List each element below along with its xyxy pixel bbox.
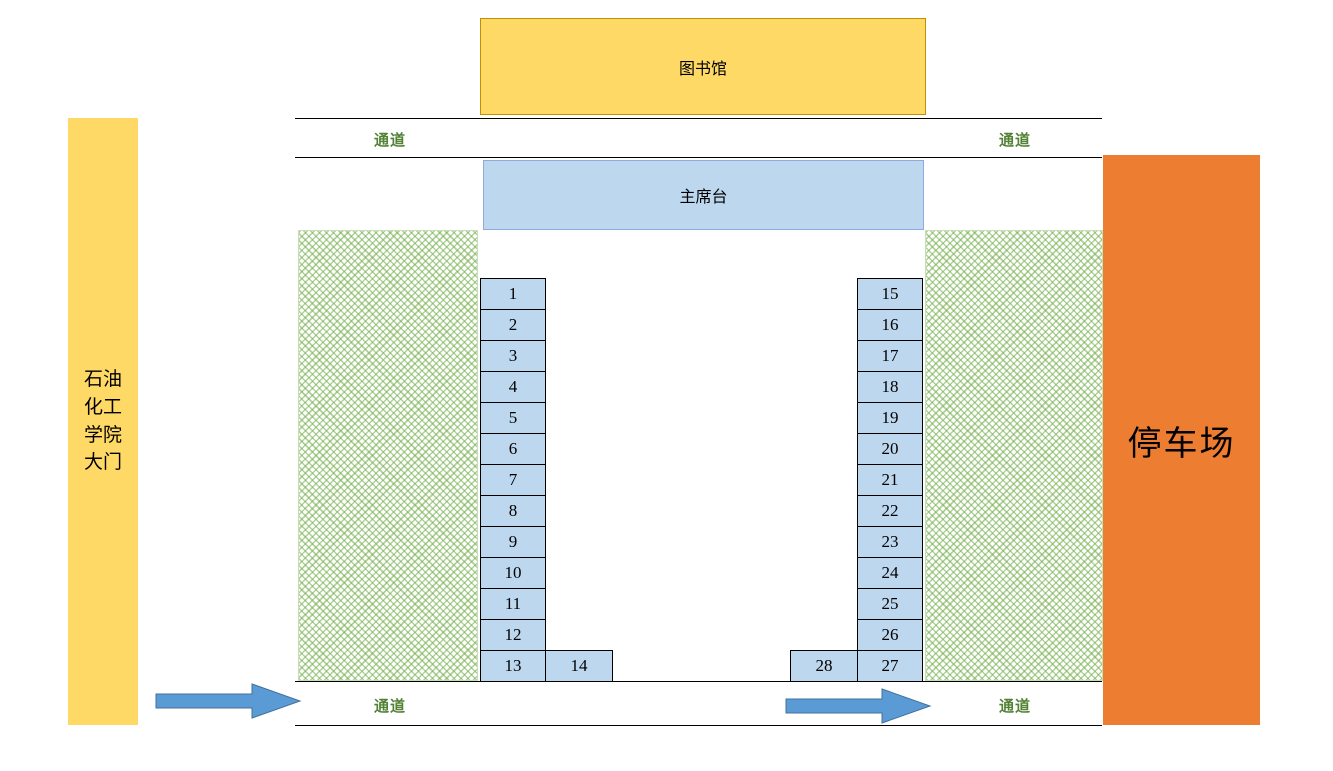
gate-label-line: 石油 [83, 369, 122, 391]
seat-cell: 19 [857, 402, 923, 434]
library-box: 图书馆 [480, 18, 926, 115]
hatched-area-right [925, 230, 1103, 681]
rostrum-box: 主席台 [483, 160, 924, 230]
bottom-passage-upper-line [295, 681, 1102, 682]
library-label: 图书馆 [678, 60, 727, 78]
seat-cell: 26 [857, 619, 923, 651]
right-arrow-icon [155, 682, 302, 720]
seat-cell: 23 [857, 526, 923, 558]
seat-cell: 27 [857, 650, 923, 682]
seat-cell: 9 [480, 526, 546, 558]
gate-box: 石油 化工 学院 大门 [68, 118, 138, 725]
seat-cell-28: 28 [790, 650, 858, 682]
seat-cell: 6 [480, 433, 546, 465]
gate-label-line: 化工 [83, 396, 122, 418]
rostrum-label: 主席台 [679, 189, 728, 206]
gate-label-line: 学院 [83, 424, 122, 446]
seat-cell-14: 14 [545, 650, 613, 682]
passage-label-bottom-left: 通道 [373, 699, 406, 715]
seat-cell: 18 [857, 371, 923, 403]
seat-cell: 5 [480, 402, 546, 434]
seat-cell: 1 [480, 278, 546, 310]
seat-cell: 17 [857, 340, 923, 372]
seat-cell: 8 [480, 495, 546, 527]
seat-cell: 25 [857, 588, 923, 620]
gate-label-line: 大门 [83, 452, 122, 474]
seat-cell: 16 [857, 309, 923, 341]
parking-box: 停车场 [1103, 155, 1260, 725]
right-arrow-icon [785, 687, 932, 725]
seat-cell: 24 [857, 557, 923, 589]
seat-cell: 22 [857, 495, 923, 527]
parking-label: 停车场 [1127, 425, 1236, 463]
passage-label-bottom-right: 通道 [998, 699, 1031, 715]
hatched-area-left [298, 230, 478, 681]
seat-cell: 13 [480, 650, 546, 682]
top-passage-lower-line [295, 157, 1102, 158]
passage-label-top-right: 通道 [998, 133, 1031, 149]
seat-cell: 2 [480, 309, 546, 341]
seat-cell: 7 [480, 464, 546, 496]
seat-cell: 15 [857, 278, 923, 310]
seat-cell: 12 [480, 619, 546, 651]
seat-cell: 21 [857, 464, 923, 496]
top-passage-upper-line [295, 118, 1102, 119]
seat-cell: 4 [480, 371, 546, 403]
bottom-passage-lower-line [295, 725, 1102, 726]
seat-cell: 3 [480, 340, 546, 372]
seat-cell: 11 [480, 588, 546, 620]
seat-cell: 20 [857, 433, 923, 465]
seat-cell: 10 [480, 557, 546, 589]
gate-label: 石油 化工 学院 大门 [84, 366, 122, 476]
passage-label-top-left: 通道 [373, 133, 406, 149]
